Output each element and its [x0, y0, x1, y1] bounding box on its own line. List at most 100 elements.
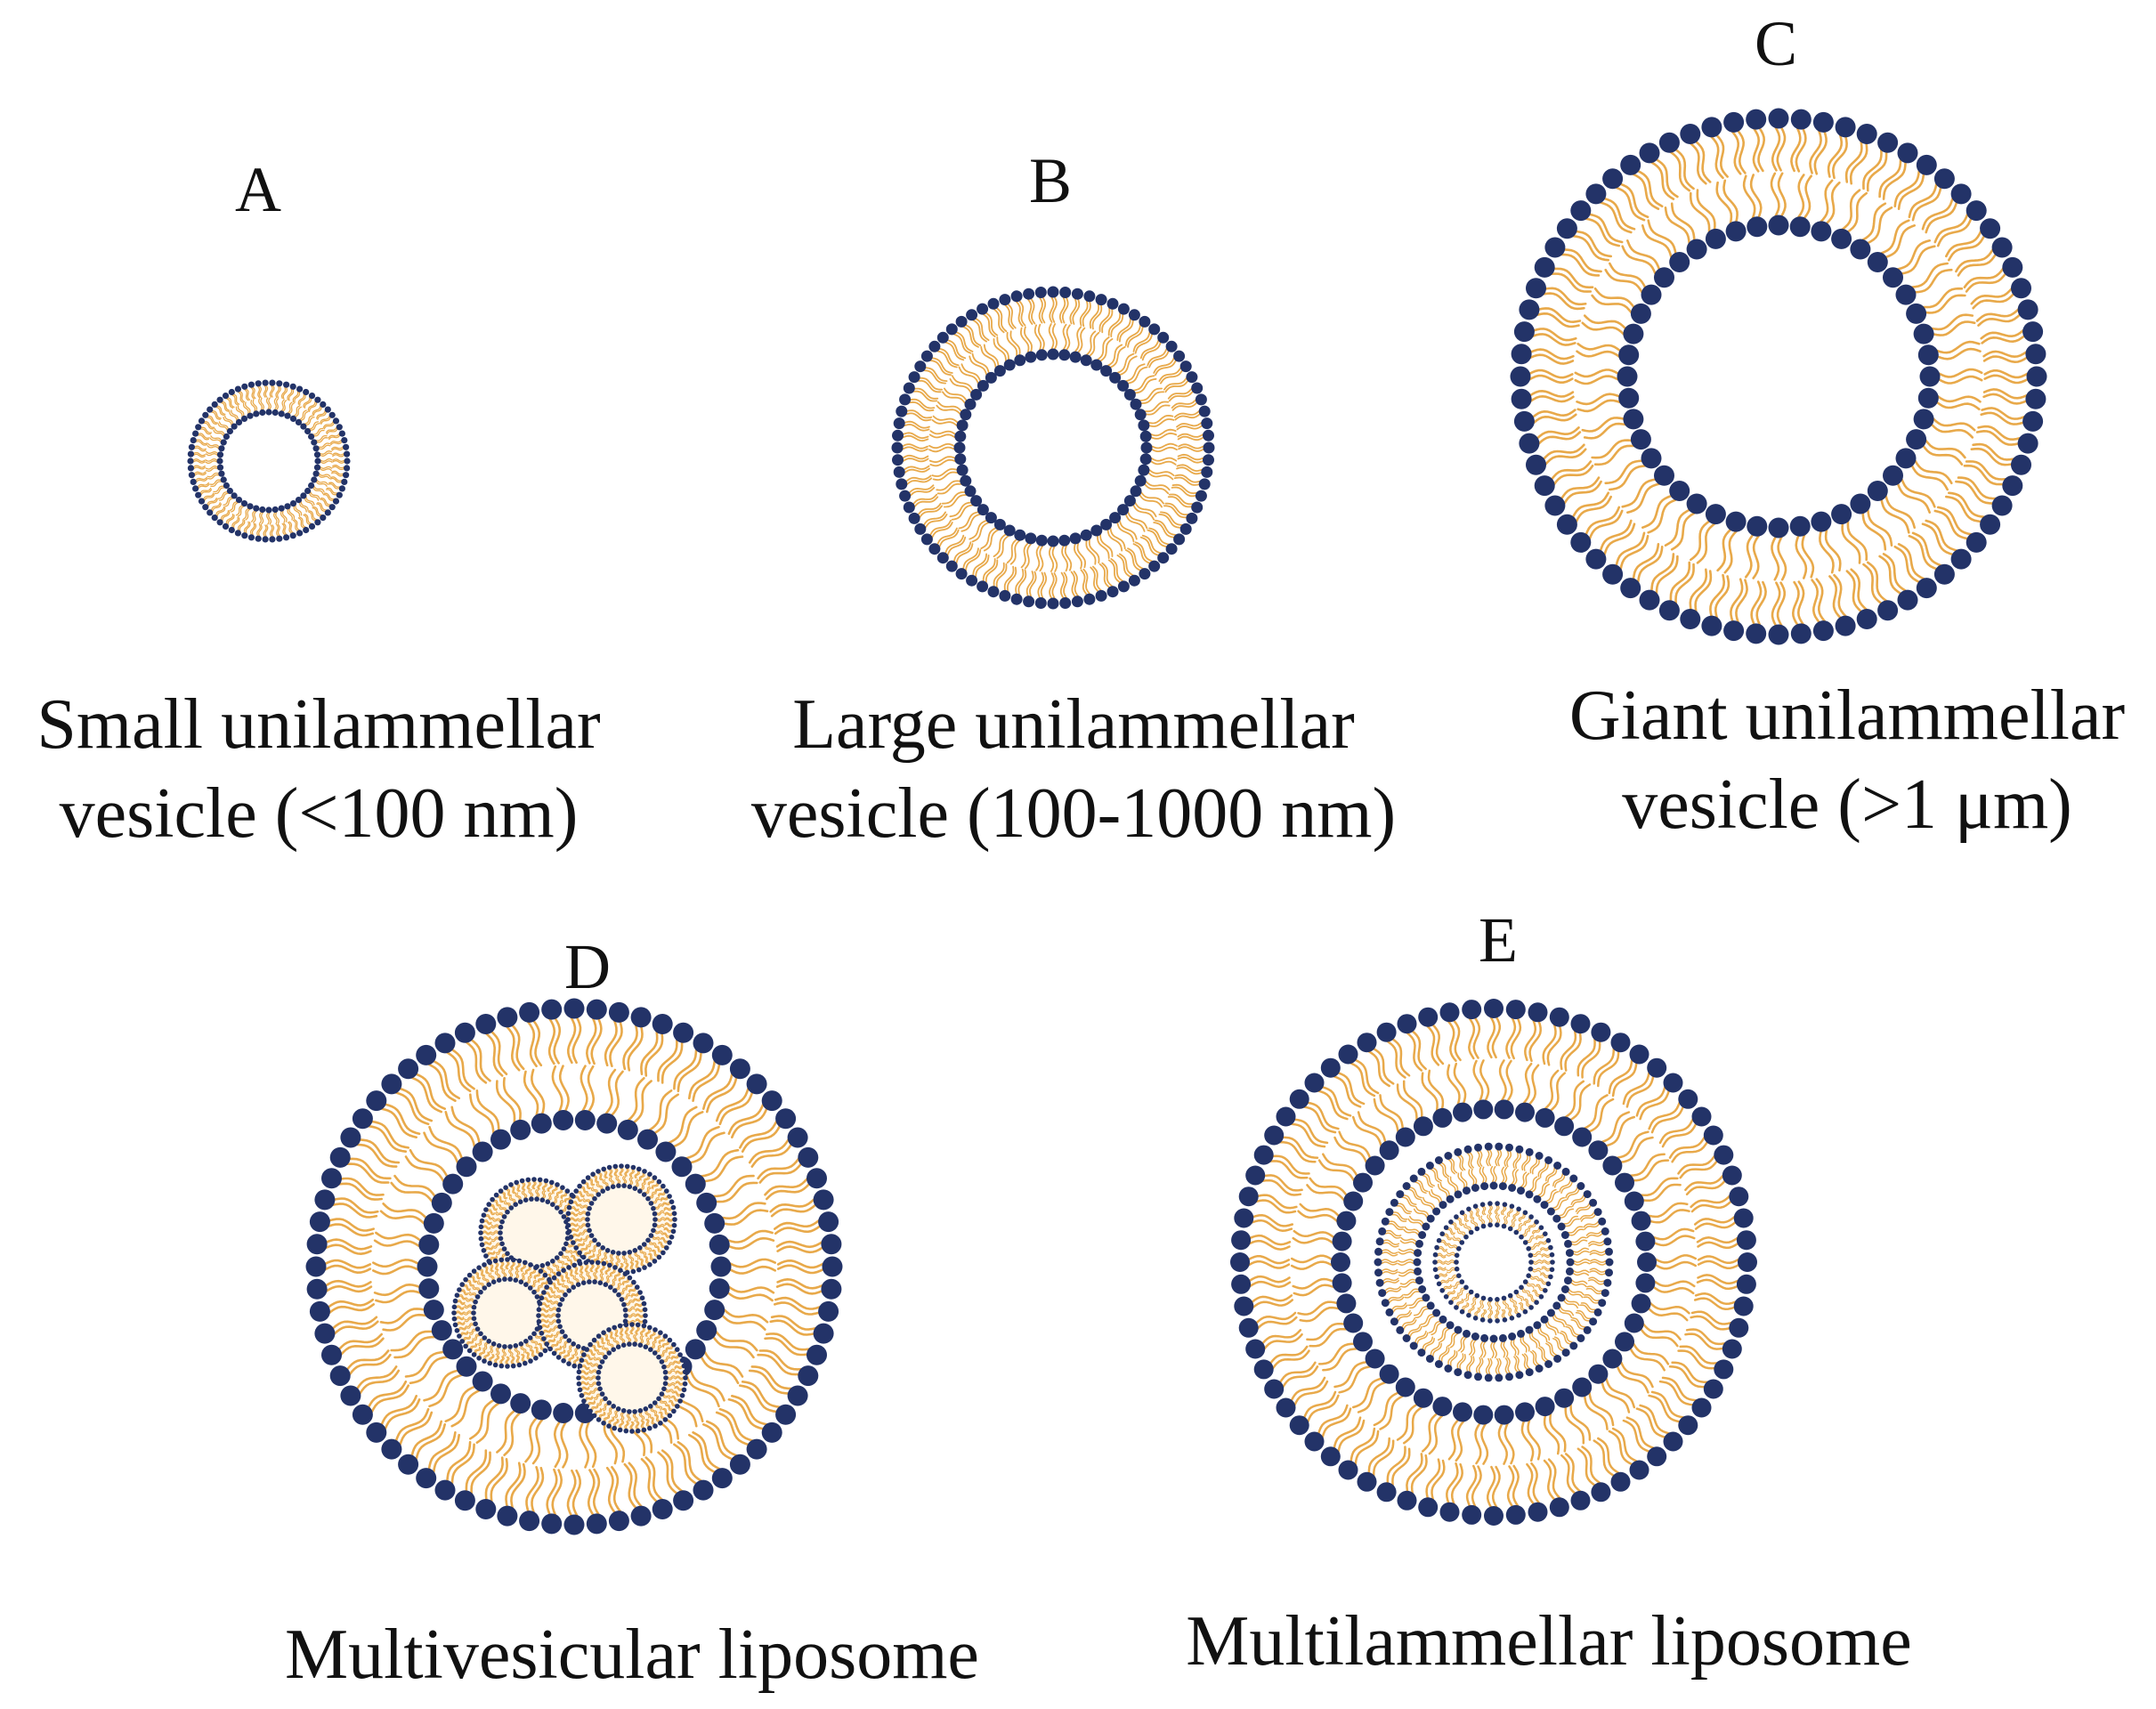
lipid-head-outer	[547, 1346, 553, 1352]
lipid-tail	[207, 442, 220, 448]
lipid-tail	[1457, 1217, 1464, 1226]
lipid-tail	[1503, 1215, 1506, 1225]
lipid-tail	[557, 1287, 565, 1293]
lipid-head-inner	[1602, 1349, 1623, 1369]
lipid-tail	[1164, 379, 1189, 393]
lipid-tail	[1006, 539, 1017, 564]
lipid-head-outer	[1434, 1274, 1439, 1280]
lipid-tail	[602, 1251, 607, 1259]
lipid-tail	[1609, 262, 1647, 288]
lipid-tail	[1586, 1233, 1603, 1239]
lipid-tail	[541, 1302, 550, 1307]
lipid-tail	[535, 1333, 543, 1340]
lipid-head-inner	[1456, 1273, 1462, 1278]
lipid-head-outer	[652, 1014, 673, 1034]
lipid-tail	[1539, 1326, 1551, 1341]
lipid-tail	[490, 1345, 495, 1354]
lipid-tail	[1537, 1181, 1548, 1196]
lipid-tail	[962, 326, 979, 348]
lipid-tail	[423, 1131, 459, 1164]
lipid-tail	[485, 1033, 504, 1077]
lipid-tail	[249, 522, 255, 536]
lipid-head-outer	[588, 1408, 593, 1414]
lipid-tail	[328, 1218, 375, 1232]
lipid-tail	[1547, 1191, 1560, 1204]
lipid-head-inner	[1519, 1284, 1524, 1291]
lipid-head-outer	[289, 532, 296, 539]
lipid-tail	[320, 458, 333, 462]
lipid-head-inner	[1480, 1333, 1489, 1342]
lipid-tail	[1007, 303, 1017, 329]
lipid-head-outer	[332, 498, 340, 505]
lipid-tail	[548, 1307, 557, 1310]
lipid-tail	[313, 485, 325, 493]
lipid-head-inner	[1501, 1223, 1507, 1229]
lipid-tail	[1392, 1211, 1408, 1220]
lipid-tail	[355, 1365, 398, 1390]
lipid-tail	[962, 547, 979, 570]
lipid-head-inner	[977, 379, 989, 392]
lipid-tail	[1559, 1332, 1571, 1345]
lipid-head-inner	[621, 1251, 627, 1256]
lipid-tail	[924, 514, 948, 529]
lipid-tail	[492, 1243, 500, 1248]
lipid-head-outer	[671, 1408, 677, 1414]
lipid-head-inner	[1917, 344, 1939, 366]
lipid-tail	[1957, 476, 1998, 500]
lipid-head-outer	[228, 388, 235, 396]
lipid-head-outer	[544, 1341, 549, 1347]
lipid-tail	[205, 460, 218, 465]
lipid-tail	[592, 1245, 598, 1252]
lipid-tail	[1538, 1278, 1547, 1284]
lipid-tail	[1092, 565, 1102, 592]
lipid-tail	[580, 1229, 588, 1235]
lipid-head-outer	[457, 1287, 462, 1292]
lipid-tail	[1109, 527, 1126, 550]
lipid-tail	[1650, 553, 1675, 592]
lipid-tail	[322, 494, 334, 501]
lipid-tail	[1539, 1346, 1549, 1361]
lipid-tail	[1514, 1305, 1520, 1314]
lipid-head-outer	[618, 1268, 623, 1273]
lipid-tail	[1648, 1202, 1689, 1219]
lipid-tail	[906, 477, 933, 486]
lipid-head-outer	[452, 1322, 458, 1328]
lipid-tail	[1403, 1319, 1417, 1330]
lipid-tail	[774, 1219, 821, 1230]
lipid-tail	[510, 1462, 526, 1510]
lipid-head-outer	[1509, 1316, 1515, 1321]
lipid-tail	[758, 1349, 803, 1371]
lipid-tail	[626, 1284, 634, 1290]
lipid-tail	[1625, 1075, 1655, 1108]
lipid-head-outer	[2026, 366, 2047, 387]
lipid-head-outer	[255, 535, 262, 542]
lipid-tail	[1536, 1284, 1544, 1290]
lipid-head-inner	[1617, 366, 1638, 387]
lipid-tail	[1299, 1203, 1340, 1218]
lipid-tail	[1066, 324, 1071, 352]
lipid-tail	[1367, 1437, 1390, 1474]
lipid-tail	[662, 1232, 671, 1237]
lipid-tail	[611, 1253, 614, 1262]
lipid-tail	[1493, 1341, 1497, 1359]
lipid-tail	[288, 389, 295, 401]
lipid-head-outer	[262, 379, 269, 386]
lipid-tail	[1690, 142, 1707, 185]
lipid-tail	[931, 522, 953, 539]
lipid-head-inner	[1615, 1172, 1634, 1193]
lipid-head-outer	[1550, 1259, 1555, 1265]
lipid-head-outer	[629, 1322, 635, 1327]
lipid-tail	[456, 1305, 465, 1309]
lipid-tail	[980, 345, 997, 369]
lipid-tail	[727, 1285, 775, 1294]
lipid-head-outer	[561, 1358, 566, 1364]
lipid-head-inner	[295, 418, 303, 425]
lipid-tail	[923, 369, 946, 385]
lipid-tail	[1510, 1218, 1515, 1227]
lipid-head-inner	[620, 1342, 627, 1348]
lipid-tail	[470, 1451, 491, 1495]
lipid-tail	[1421, 1072, 1439, 1112]
lipid-head-outer	[483, 1253, 489, 1259]
lipid-tail	[665, 1389, 674, 1394]
lipid-head-inner	[313, 451, 321, 458]
